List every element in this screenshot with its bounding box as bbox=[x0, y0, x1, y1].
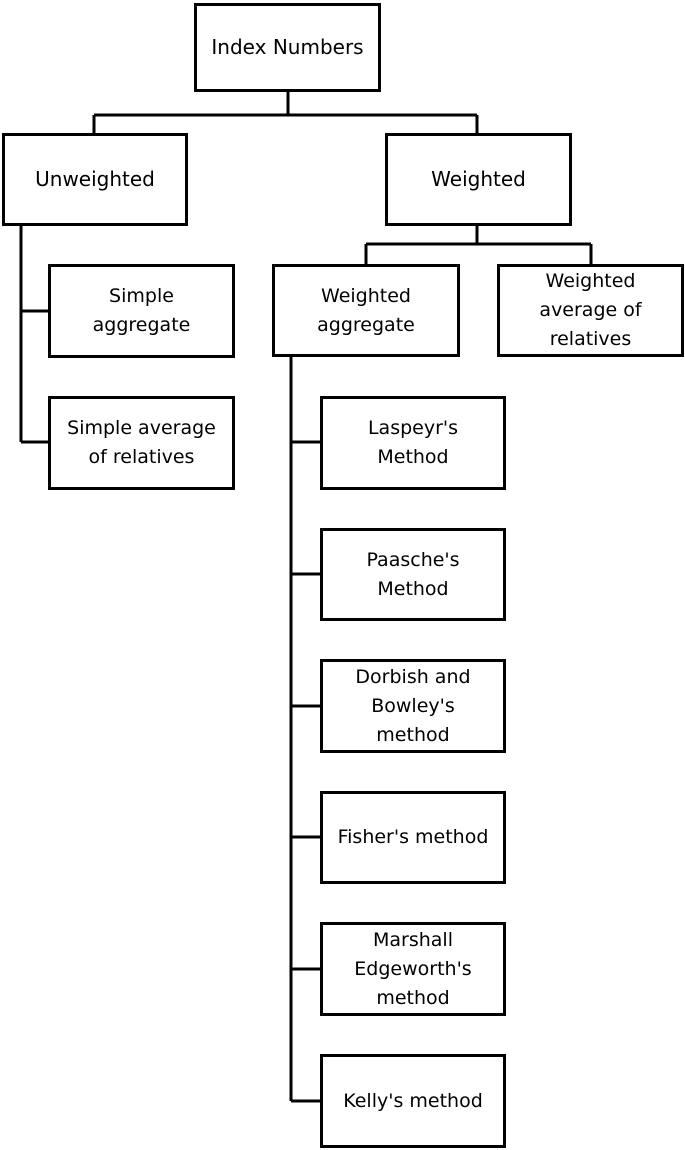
node-simple-aggregate: Simple aggregate bbox=[48, 264, 235, 358]
node-index-numbers: Index Numbers bbox=[194, 3, 381, 92]
node-simple-average-of-relatives: Simple average of relatives bbox=[48, 396, 235, 490]
node-dorbish-bowley-method: Dorbish and Bowley's method bbox=[320, 659, 506, 753]
node-marshall-edgeworth-method: Marshall Edgeworth's method bbox=[320, 922, 506, 1016]
node-weighted-average-of-relatives: Weighted average of relatives bbox=[497, 264, 684, 357]
node-weighted-aggregate: Weighted aggregate bbox=[272, 264, 460, 357]
node-weighted: Weighted bbox=[385, 133, 572, 226]
node-unweighted: Unweighted bbox=[2, 133, 188, 226]
node-paasche-method: Paasche's Method bbox=[320, 528, 506, 621]
node-kelly-method: Kelly's method bbox=[320, 1054, 506, 1148]
node-laspeyr-method: Laspeyr's Method bbox=[320, 396, 506, 490]
node-fisher-method: Fisher's method bbox=[320, 791, 506, 884]
